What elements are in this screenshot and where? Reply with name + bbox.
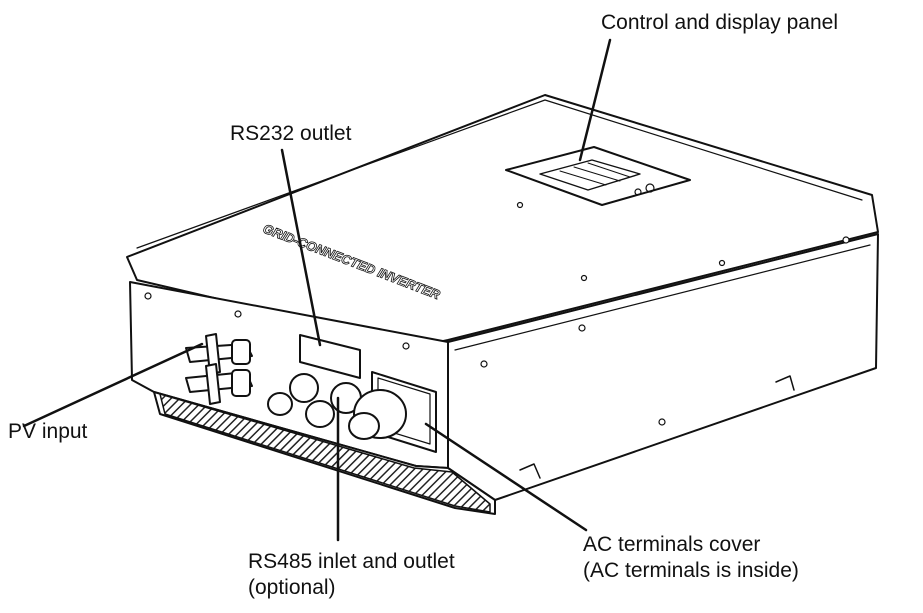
leader-ac-terminals bbox=[424, 422, 588, 532]
label-ac-terminals: AC terminals cover (AC terminals is insi… bbox=[583, 532, 799, 584]
leader-control-panel bbox=[578, 38, 612, 162]
label-ac-line1: AC terminals cover bbox=[583, 533, 761, 556]
label-control-panel-text: Control and display panel bbox=[601, 11, 838, 34]
label-rs485-line2: (optional) bbox=[248, 576, 336, 599]
label-rs232: RS232 outlet bbox=[230, 121, 351, 147]
inverter-side-face bbox=[447, 233, 879, 501]
label-rs485-line1: RS485 inlet and outlet bbox=[248, 550, 455, 573]
leader-pv-input bbox=[22, 342, 204, 428]
inverter-top-face bbox=[126, 94, 879, 347]
control-panel bbox=[505, 146, 691, 206]
label-control-panel: Control and display panel bbox=[601, 10, 838, 36]
rs232-port bbox=[299, 334, 361, 379]
inverter-top-bevel bbox=[136, 99, 863, 249]
label-rs485: RS485 inlet and outlet (optional) bbox=[248, 549, 455, 601]
inverter-side-bevel bbox=[454, 244, 871, 351]
device-body-text: GRID-CONNECTED INVERTER bbox=[261, 221, 443, 303]
label-pv-input: PV input bbox=[8, 419, 87, 445]
panel-button-icon bbox=[645, 183, 655, 193]
leader-rs232 bbox=[280, 148, 322, 347]
vent-grill bbox=[159, 393, 491, 513]
label-rs232-text: RS232 outlet bbox=[230, 122, 352, 145]
screws bbox=[144, 201, 850, 426]
display-window bbox=[539, 159, 641, 191]
label-ac-line2: (AC terminals is inside) bbox=[583, 559, 799, 582]
label-pv-input-text: PV input bbox=[8, 420, 88, 443]
ac-gland bbox=[348, 389, 407, 440]
pv-connectors bbox=[185, 333, 253, 405]
